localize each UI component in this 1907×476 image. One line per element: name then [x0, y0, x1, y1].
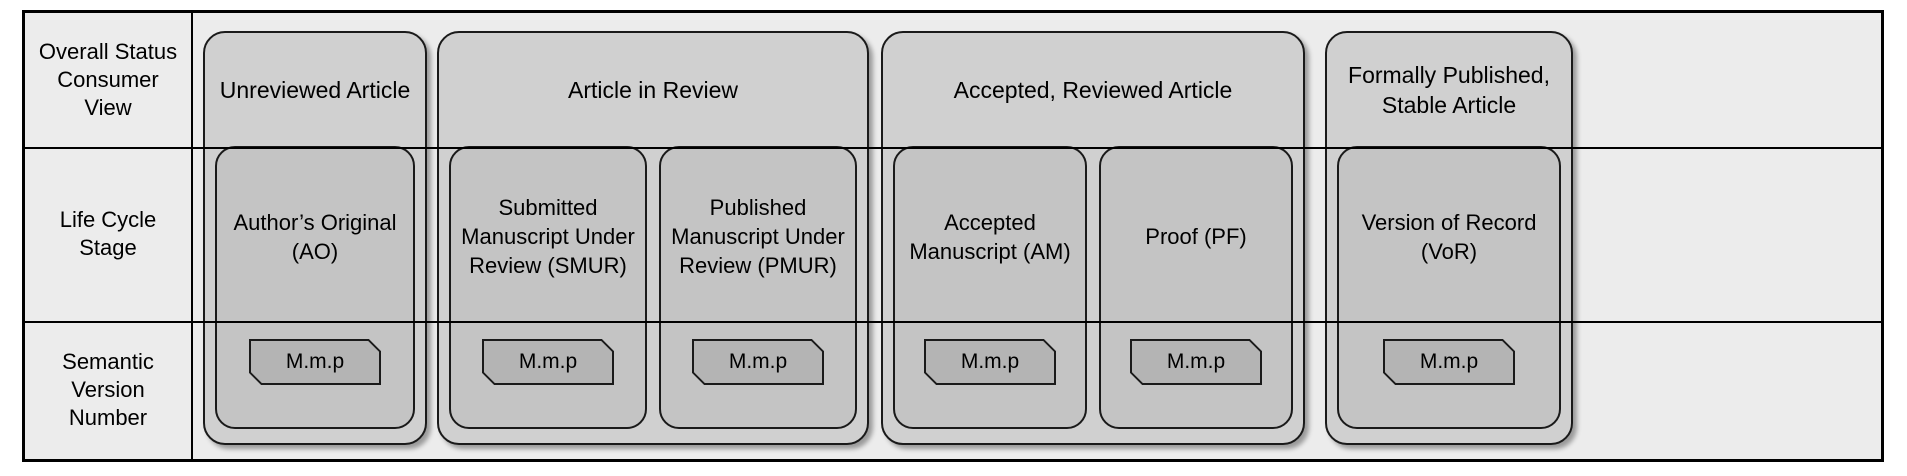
- lifecycle-stage-title-smur: Submitted Manuscript Under Review (SMUR): [461, 195, 635, 278]
- row-label-semantic-version-number: Semantic Version Number: [25, 321, 191, 459]
- semantic-version-label-smur: M.m.p: [518, 350, 578, 373]
- label-column-divider: [191, 13, 193, 459]
- status-group-title-unreviewed: Unreviewed Article: [219, 76, 411, 103]
- lifecycle-stage-title-vor: Version of Record (VoR): [1361, 209, 1537, 264]
- row-label-life-cycle-line1: Life Cycle: [59, 207, 157, 232]
- row-label-semantic-line1: Semantic: [62, 349, 154, 374]
- lifecycle-stage-title-ao: Author’s Original (AO): [233, 209, 397, 264]
- semantic-version-label-ao: M.m.p: [285, 350, 345, 373]
- lifecycle-stage-pmur[interactable]: Published Manuscript Under Review (PMUR)…: [659, 146, 857, 429]
- stage-row-in-review: Submitted Manuscript Under Review (SMUR)…: [439, 146, 867, 443]
- row-label-column: Overall Status Consumer View Life Cycle …: [25, 13, 191, 459]
- row-label-semantic-line3: Number: [68, 405, 148, 430]
- semantic-version-label-pmur: M.m.p: [728, 350, 788, 373]
- lifecycle-stage-title-pmur: Published Manuscript Under Review (PMUR): [671, 195, 845, 278]
- semantic-version-tag-pmur[interactable]: M.m.p: [692, 339, 824, 385]
- lifecycle-stage-ao[interactable]: Author’s Original (AO) M.m.p: [215, 146, 415, 429]
- semantic-version-cell-ao: M.m.p: [217, 325, 413, 427]
- lifecycle-stage-title-pf: Proof (PF): [1145, 224, 1247, 249]
- semantic-version-tag-am[interactable]: M.m.p: [924, 339, 1056, 385]
- lifecycle-stage-smur[interactable]: Submitted Manuscript Under Review (SMUR)…: [449, 146, 647, 429]
- status-group-title-accepted: Accepted, Reviewed Article: [953, 76, 1233, 103]
- semantic-version-cell-smur: M.m.p: [451, 325, 645, 427]
- lifecycle-stage-title-am: Accepted Manuscript (AM): [909, 209, 1071, 264]
- row-label-overall-status-line1: Overall Status: [38, 39, 178, 64]
- semantic-version-tag-smur[interactable]: M.m.p: [482, 339, 614, 385]
- lifecycle-stage-vor[interactable]: Version of Record (VoR) M.m.p: [1337, 146, 1561, 429]
- semantic-version-tag-pf[interactable]: M.m.p: [1130, 339, 1262, 385]
- matrix-frame: Overall Status Consumer View Life Cycle …: [22, 10, 1884, 462]
- lifecycle-stage-pf[interactable]: Proof (PF) M.m.p: [1099, 146, 1293, 429]
- stage-row-accepted: Accepted Manuscript (AM) M.m.p Proof (PF) M…: [883, 146, 1303, 443]
- status-group-title-in-review: Article in Review: [568, 76, 738, 103]
- semantic-version-tag-ao[interactable]: M.m.p: [249, 339, 381, 385]
- row-label-overall-status-line2: Consumer: [57, 67, 159, 92]
- row-label-life-cycle-stage: Life Cycle Stage: [25, 147, 191, 321]
- semantic-version-tag-vor[interactable]: M.m.p: [1383, 339, 1515, 385]
- row-divider-2: [25, 321, 1881, 323]
- row-divider-1: [25, 147, 1881, 149]
- row-label-life-cycle-line2: Stage: [79, 235, 137, 260]
- stage-row-published: Version of Record (VoR) M.m.p: [1327, 146, 1571, 443]
- lifecycle-stage-am[interactable]: Accepted Manuscript (AM) M.m.p: [893, 146, 1087, 429]
- row-label-overall-status: Overall Status Consumer View: [25, 13, 191, 147]
- semantic-version-label-am: M.m.p: [960, 350, 1020, 373]
- semantic-version-label-pf: M.m.p: [1166, 350, 1226, 373]
- stage-row-unreviewed: Author’s Original (AO) M.m.p: [205, 146, 425, 443]
- row-label-overall-status-line3: View: [84, 95, 132, 120]
- row-label-semantic-line2: Version: [71, 377, 145, 402]
- semantic-version-cell-vor: M.m.p: [1339, 325, 1559, 427]
- status-group-title-published: Formally Published, Stable Article: [1348, 61, 1550, 118]
- semantic-version-cell-pf: M.m.p: [1101, 325, 1291, 427]
- semantic-version-cell-pmur: M.m.p: [661, 325, 855, 427]
- semantic-version-label-vor: M.m.p: [1419, 350, 1479, 373]
- semantic-version-cell-am: M.m.p: [895, 325, 1085, 427]
